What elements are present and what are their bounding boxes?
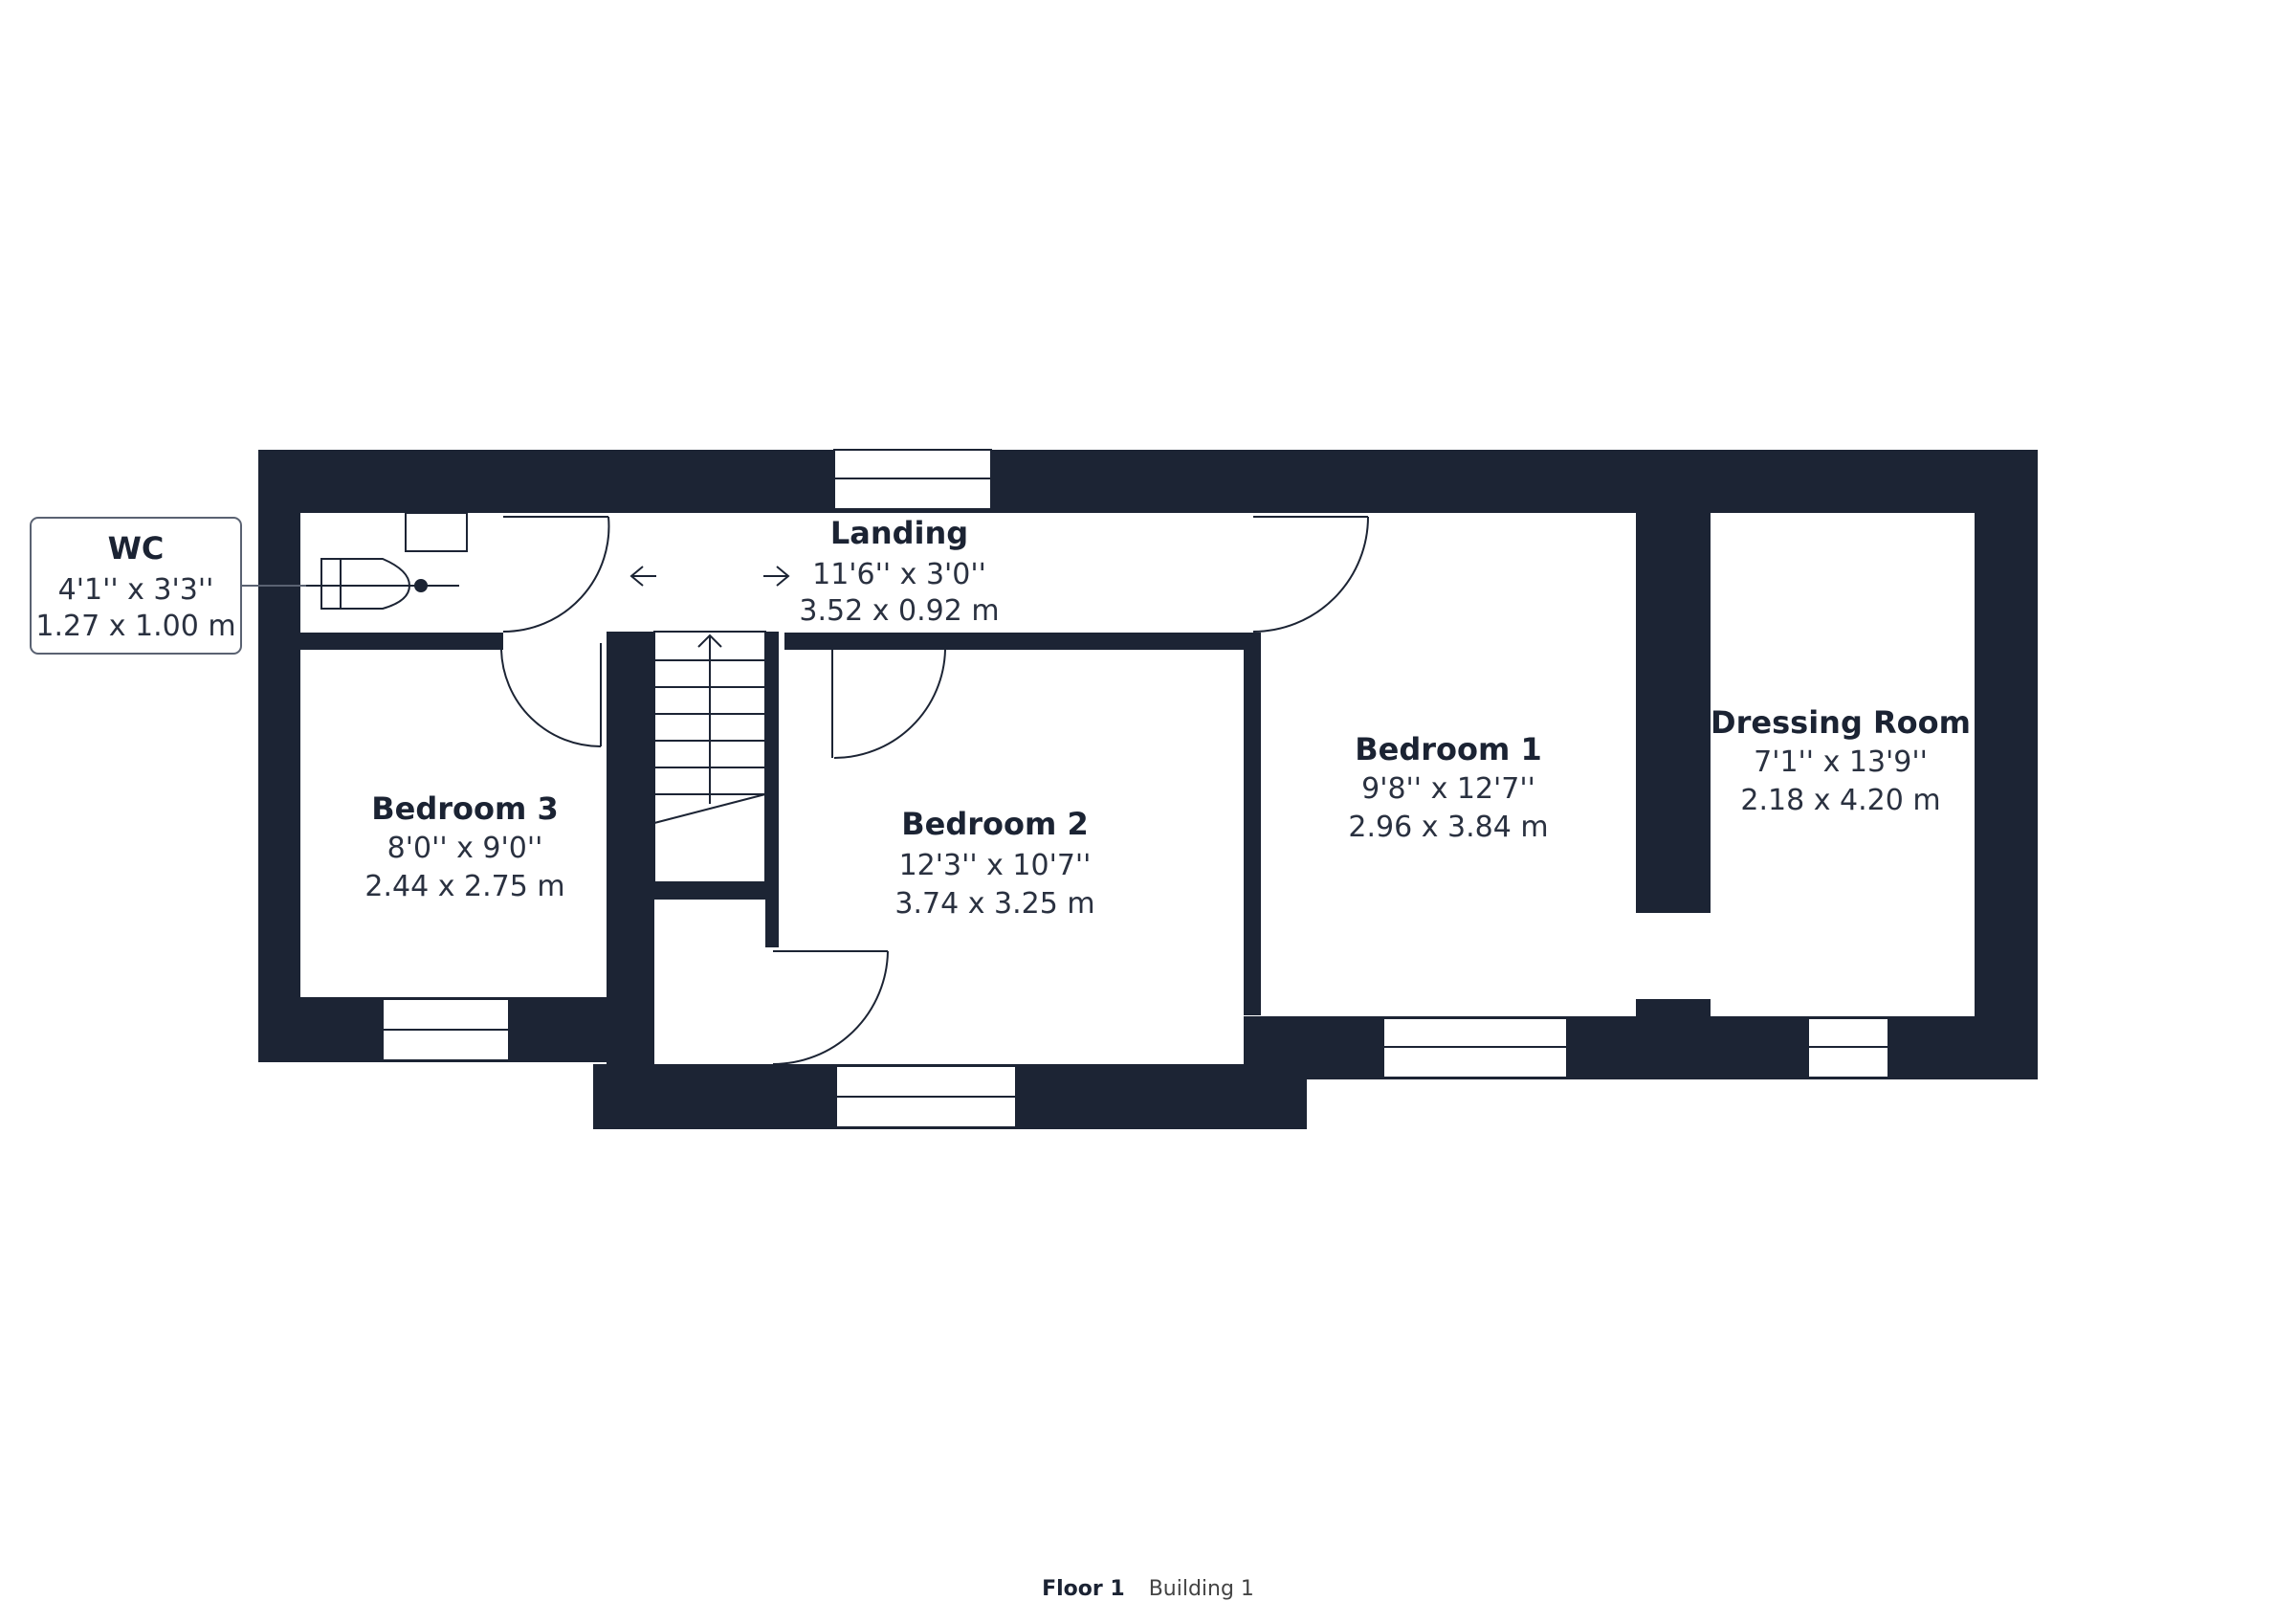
wall-bed2-right <box>1244 633 1261 1015</box>
wall-stair-bottom <box>654 882 779 900</box>
wall-stair-right <box>765 632 779 947</box>
bedroom3-name: Bedroom 3 <box>371 790 559 827</box>
floor-caption: Floor 1 Building 1 <box>0 1577 2296 1601</box>
toilet-icon <box>320 558 411 610</box>
wc-fixtures <box>306 512 468 610</box>
windows <box>382 449 1889 1128</box>
wall-bed3-right <box>607 632 624 1014</box>
arrow-left-icon <box>629 566 644 587</box>
dressing-name: Dressing Room <box>1711 704 1971 741</box>
doors <box>500 516 1369 1065</box>
wall-bed2-top <box>784 633 1253 650</box>
wall-dressing-stub <box>1636 999 1711 1022</box>
wc-label-box <box>30 517 306 655</box>
wall-wc-bottom <box>300 633 503 650</box>
wall-left <box>258 450 300 1062</box>
bedroom1-imperial: 9'8'' x 12'7'' <box>1361 772 1535 806</box>
bedroom2-metric: 3.74 x 3.25 m <box>894 887 1094 921</box>
landing-imperial: 11'6'' x 3'0'' <box>812 558 986 591</box>
bedroom1-metric: 2.96 x 3.84 m <box>1348 811 1548 844</box>
landing-name: Landing <box>830 515 968 551</box>
wall-top <box>258 450 2038 513</box>
landing-arrows <box>629 566 790 587</box>
dressing-metric: 2.18 x 4.20 m <box>1740 784 1940 817</box>
dressing-imperial: 7'1'' x 13'9'' <box>1754 745 1928 779</box>
landing-metric: 3.52 x 0.92 m <box>799 594 999 628</box>
wall-dressing-divider <box>1636 507 1711 913</box>
bedroom1-name: Bedroom 1 <box>1355 731 1542 767</box>
building-label: Building 1 <box>1148 1577 1254 1601</box>
arrow-right-icon <box>776 566 790 587</box>
bedroom3-imperial: 8'0'' x 9'0'' <box>387 832 543 865</box>
sink-icon <box>405 512 468 552</box>
room-labels: WC 4'1'' x 3'3'' 1.27 x 1.00 m Landing 1… <box>35 515 1971 921</box>
bedroom3-metric: 2.44 x 2.75 m <box>364 870 564 903</box>
bedroom2-imperial: 12'3'' x 10'7'' <box>899 849 1092 882</box>
wall-bottom-bed1 <box>1244 1016 2038 1079</box>
wall-right <box>1975 450 2038 1079</box>
wc-metric: 1.27 x 1.00 m <box>35 610 235 643</box>
stairs <box>653 631 766 883</box>
wc-imperial: 4'1'' x 3'3'' <box>58 573 214 607</box>
wc-name: WC <box>108 530 165 567</box>
bedroom2-name: Bedroom 2 <box>901 806 1089 842</box>
wall-bottom-step <box>1244 1016 1311 1079</box>
floor-label: Floor 1 <box>1042 1577 1125 1601</box>
